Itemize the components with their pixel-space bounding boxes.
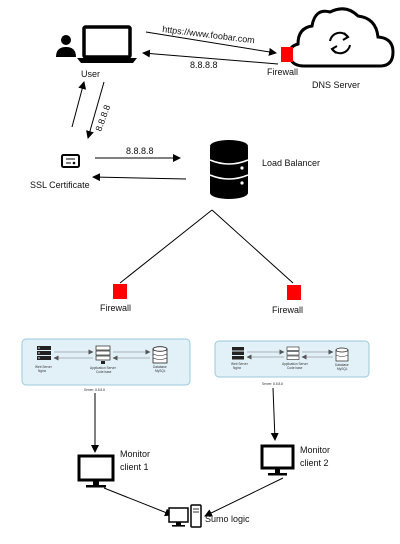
monitor-icon (77, 454, 115, 488)
web-server-sublabel: Nginx (233, 366, 242, 370)
firewall-right-label: Firewall (272, 305, 303, 315)
monitor-client-1-label-1: Monitor (120, 449, 150, 459)
laptop-icon (77, 25, 137, 63)
edge-user-to-ssl (86, 81, 105, 139)
monitor-client-2-label-1: Monitor (300, 445, 330, 455)
firewall-dns-icon (281, 47, 293, 62)
edge-lb-to-ssl (92, 173, 187, 182)
web-server-sublabel: Nginx (38, 369, 47, 373)
cloud-icon (287, 7, 395, 68)
sumo-logic-node: Sumo logic (168, 504, 250, 528)
firewall-left-label: Firewall (100, 303, 131, 313)
edge-dns-to-user (142, 49, 279, 65)
web-server-icon (232, 347, 244, 360)
database-label: Database (335, 363, 349, 367)
connections (71, 31, 294, 517)
web-server-icon (37, 346, 51, 360)
database-icon (335, 347, 349, 362)
edge-ssl-to-user (71, 81, 87, 128)
app-server-sublabel: Code base (96, 370, 112, 374)
dns-server-node: DNS Server (287, 7, 395, 90)
load-balancer-node: Load Balancer (209, 140, 320, 199)
web-server-label: Web Server (35, 365, 53, 369)
edge-monitor2-to-sumo (204, 477, 284, 517)
server-panel-right: Web Server Nginx Application Server Code… (214, 340, 370, 378)
web-server-label: Web Server (231, 362, 249, 366)
firewall-left-icon (113, 284, 127, 299)
database-label: Database (153, 365, 167, 369)
monitor-client-1-label-2: client 1 (120, 462, 149, 472)
user-node: User (56, 25, 137, 79)
certificate-icon (61, 154, 80, 168)
load-balancer-label: Load Balancer (262, 158, 320, 168)
firewall-dns-label: Firewall (267, 67, 298, 77)
server-right-caption: Server: 8.8.8.8 (262, 382, 283, 386)
app-server-sublabel: Code base (287, 366, 303, 370)
edge-right-server-to-monitor (270, 387, 279, 441)
monitor-client-2-label-2: client 2 (300, 458, 329, 468)
monitor-icon (260, 444, 295, 476)
server-panel-left: Web Server Nginx Application Server Code… (21, 338, 191, 386)
sumo-logic-label: Sumo logic (205, 514, 250, 524)
edge-label-dns-to-user: 8.8.8.8 (190, 60, 218, 70)
edge-user-to-dns (145, 31, 277, 56)
database-sublabel: MySQL (155, 369, 166, 373)
monitor-client-1-node: Monitor client 1 (77, 449, 150, 488)
user-person-icon (56, 35, 76, 57)
monitor-client-2-node: Monitor client 2 (260, 444, 330, 476)
application-server-icon (95, 345, 111, 364)
database-stack-icon (209, 140, 249, 199)
app-server-label: Application Server (282, 362, 309, 366)
sync-icon (329, 31, 351, 55)
ssl-certificate-node: SSL Certificate (30, 154, 90, 190)
edge-lb-to-right (211, 209, 294, 284)
firewall-right-icon (287, 285, 301, 300)
database-sublabel: MySQL (337, 367, 348, 371)
server-left-caption: Server: 8.8.8.8 (84, 388, 105, 392)
application-server-icon (286, 346, 300, 360)
edge-monitor1-to-sumo (103, 487, 173, 517)
database-icon (152, 346, 168, 364)
ssl-certificate-label: SSL Certificate (30, 180, 90, 190)
desktop-computer-icon (168, 504, 202, 528)
app-server-label: Application Server (90, 366, 117, 370)
user-label: User (81, 69, 100, 79)
edge-label-ssl-to-lb: 8.8.8.8 (126, 146, 154, 156)
edge-lb-to-left (119, 209, 213, 284)
dns-server-label: DNS Server (312, 80, 360, 90)
